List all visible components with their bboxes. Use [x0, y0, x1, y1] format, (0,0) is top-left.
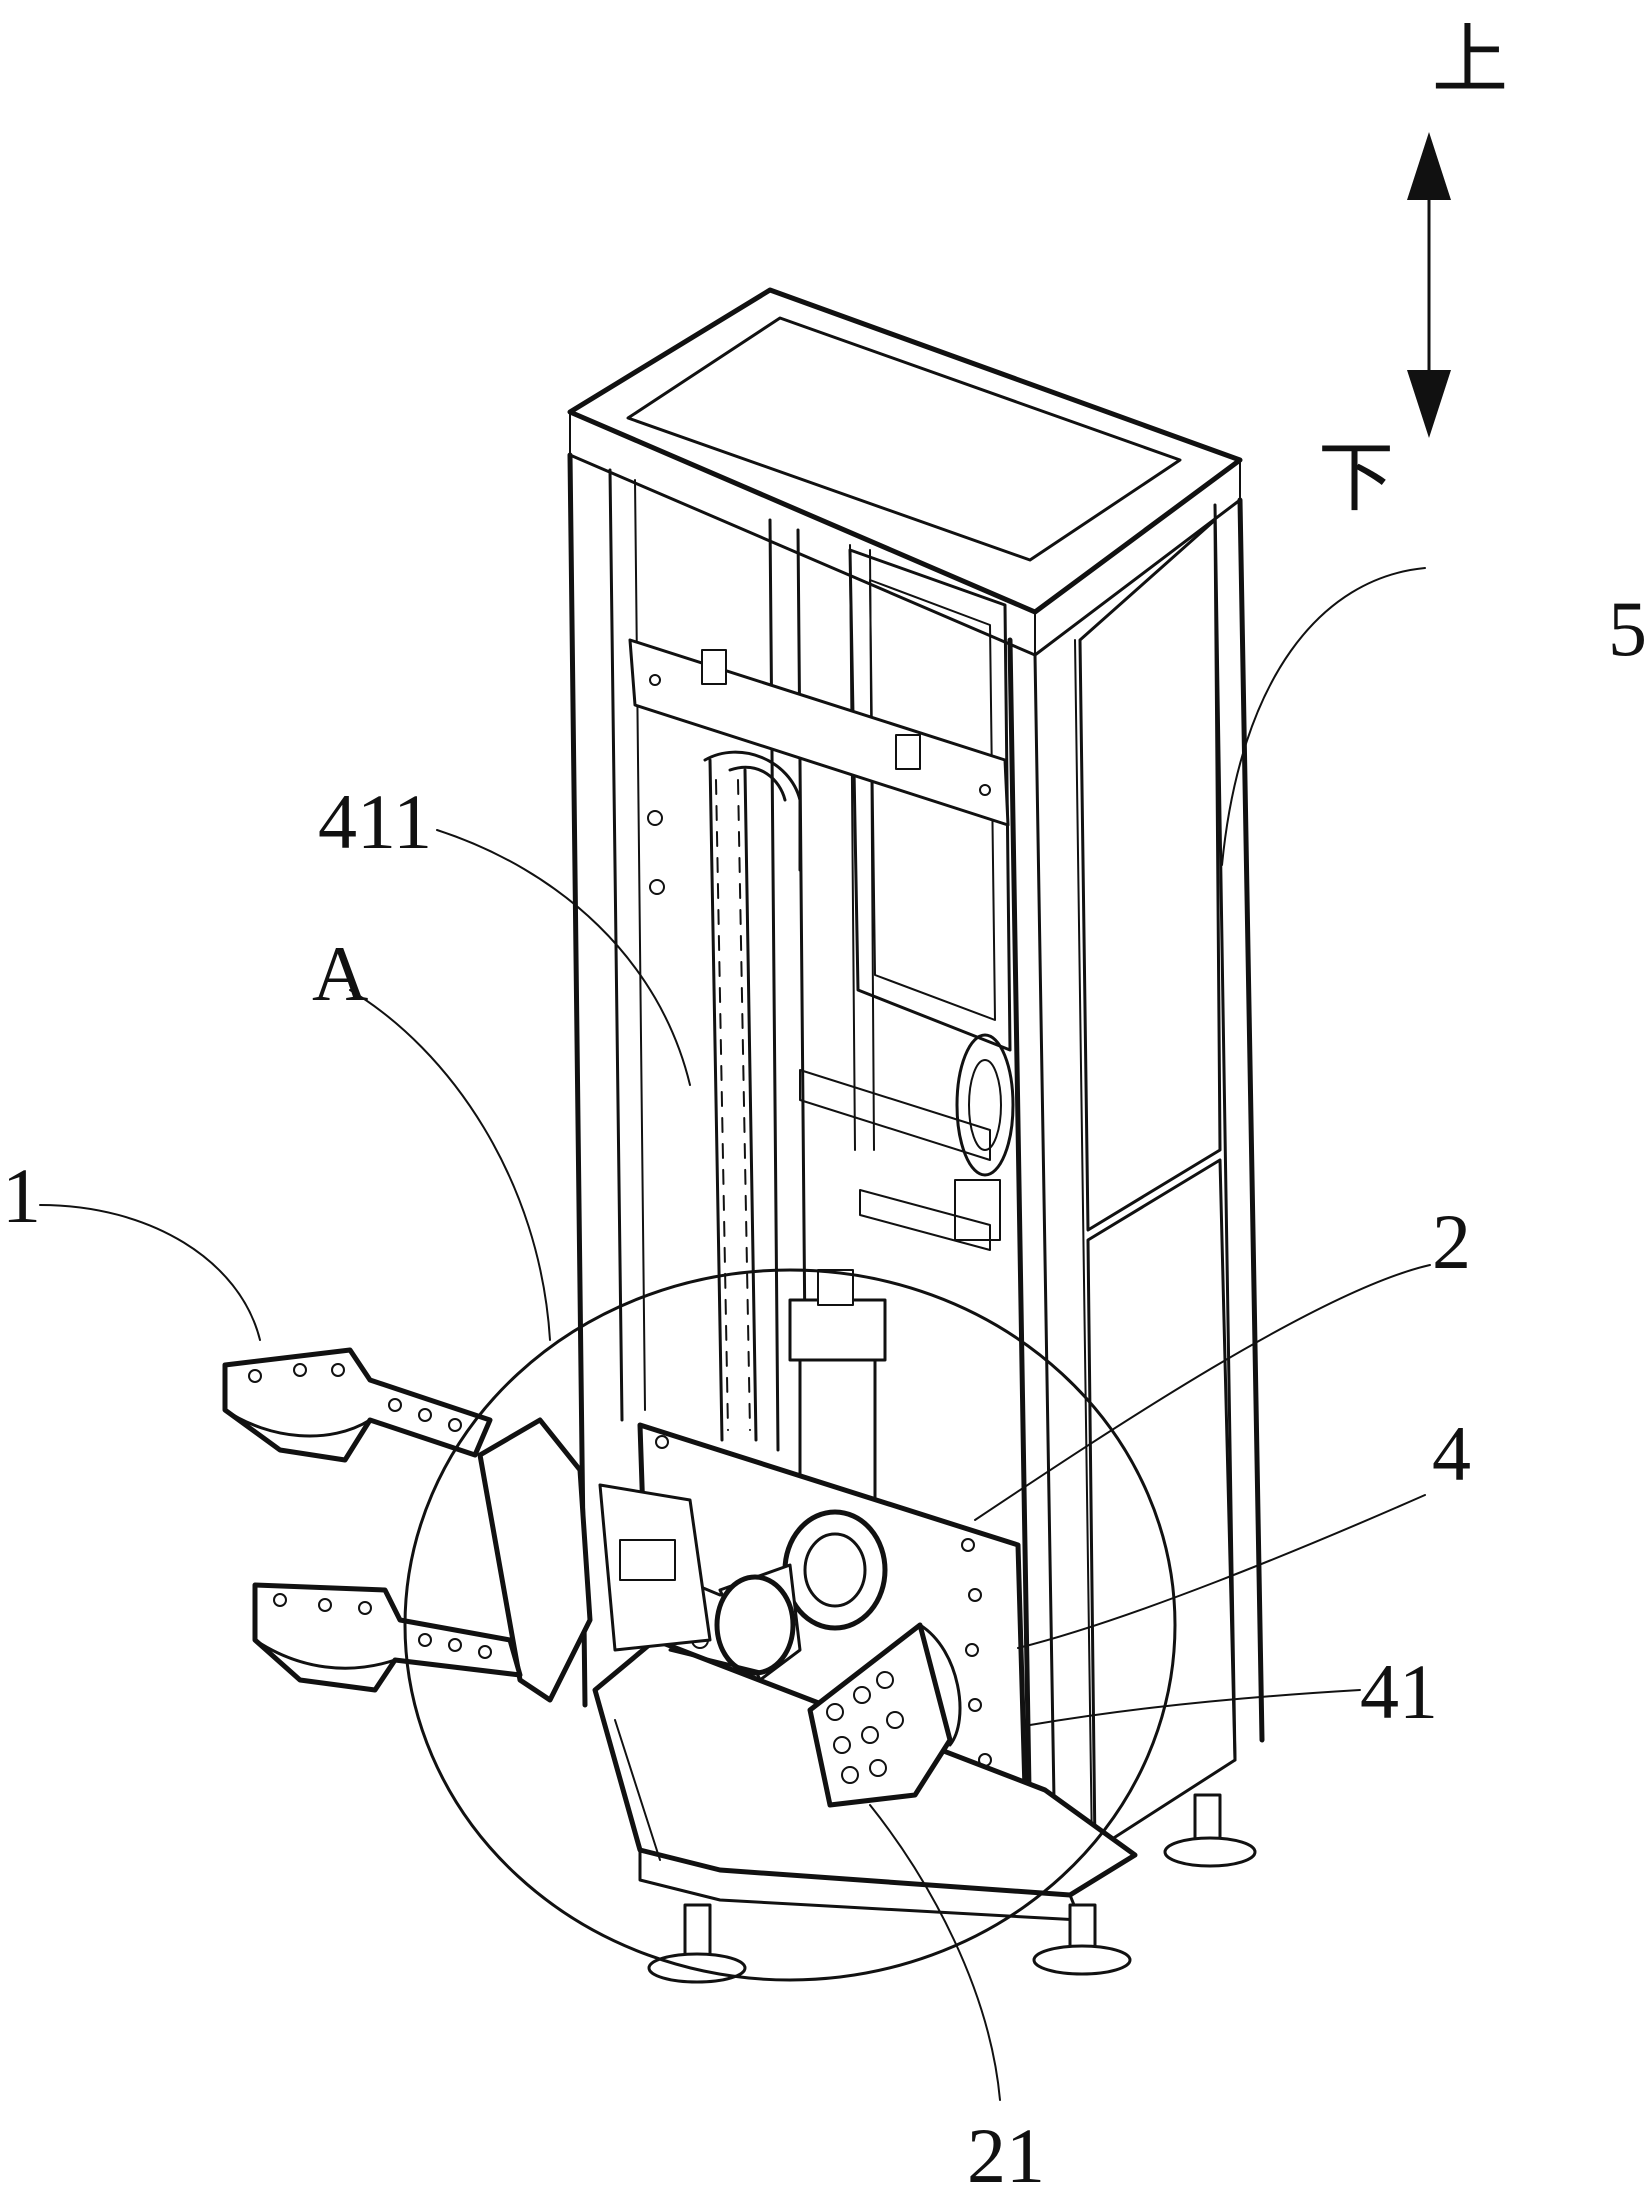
label-1: 1: [2, 1152, 41, 1239]
upper-beam: [630, 640, 1008, 825]
label-5: 5: [1608, 585, 1647, 672]
label-4: 4: [1432, 1410, 1471, 1497]
label-up: 上: [1432, 19, 1508, 103]
label-a: A: [312, 930, 368, 1017]
cylinder: [790, 1270, 885, 1500]
label-41: 41: [1360, 1648, 1438, 1735]
label-down: 下: [1318, 437, 1394, 521]
label-2: 2: [1432, 1198, 1471, 1285]
gripper-arm: [225, 1350, 710, 1700]
sprocket: [955, 1035, 1013, 1240]
direction-arrow-icon: [1407, 132, 1451, 438]
label-21: 21: [967, 2112, 1045, 2199]
label-411: 411: [318, 778, 432, 865]
